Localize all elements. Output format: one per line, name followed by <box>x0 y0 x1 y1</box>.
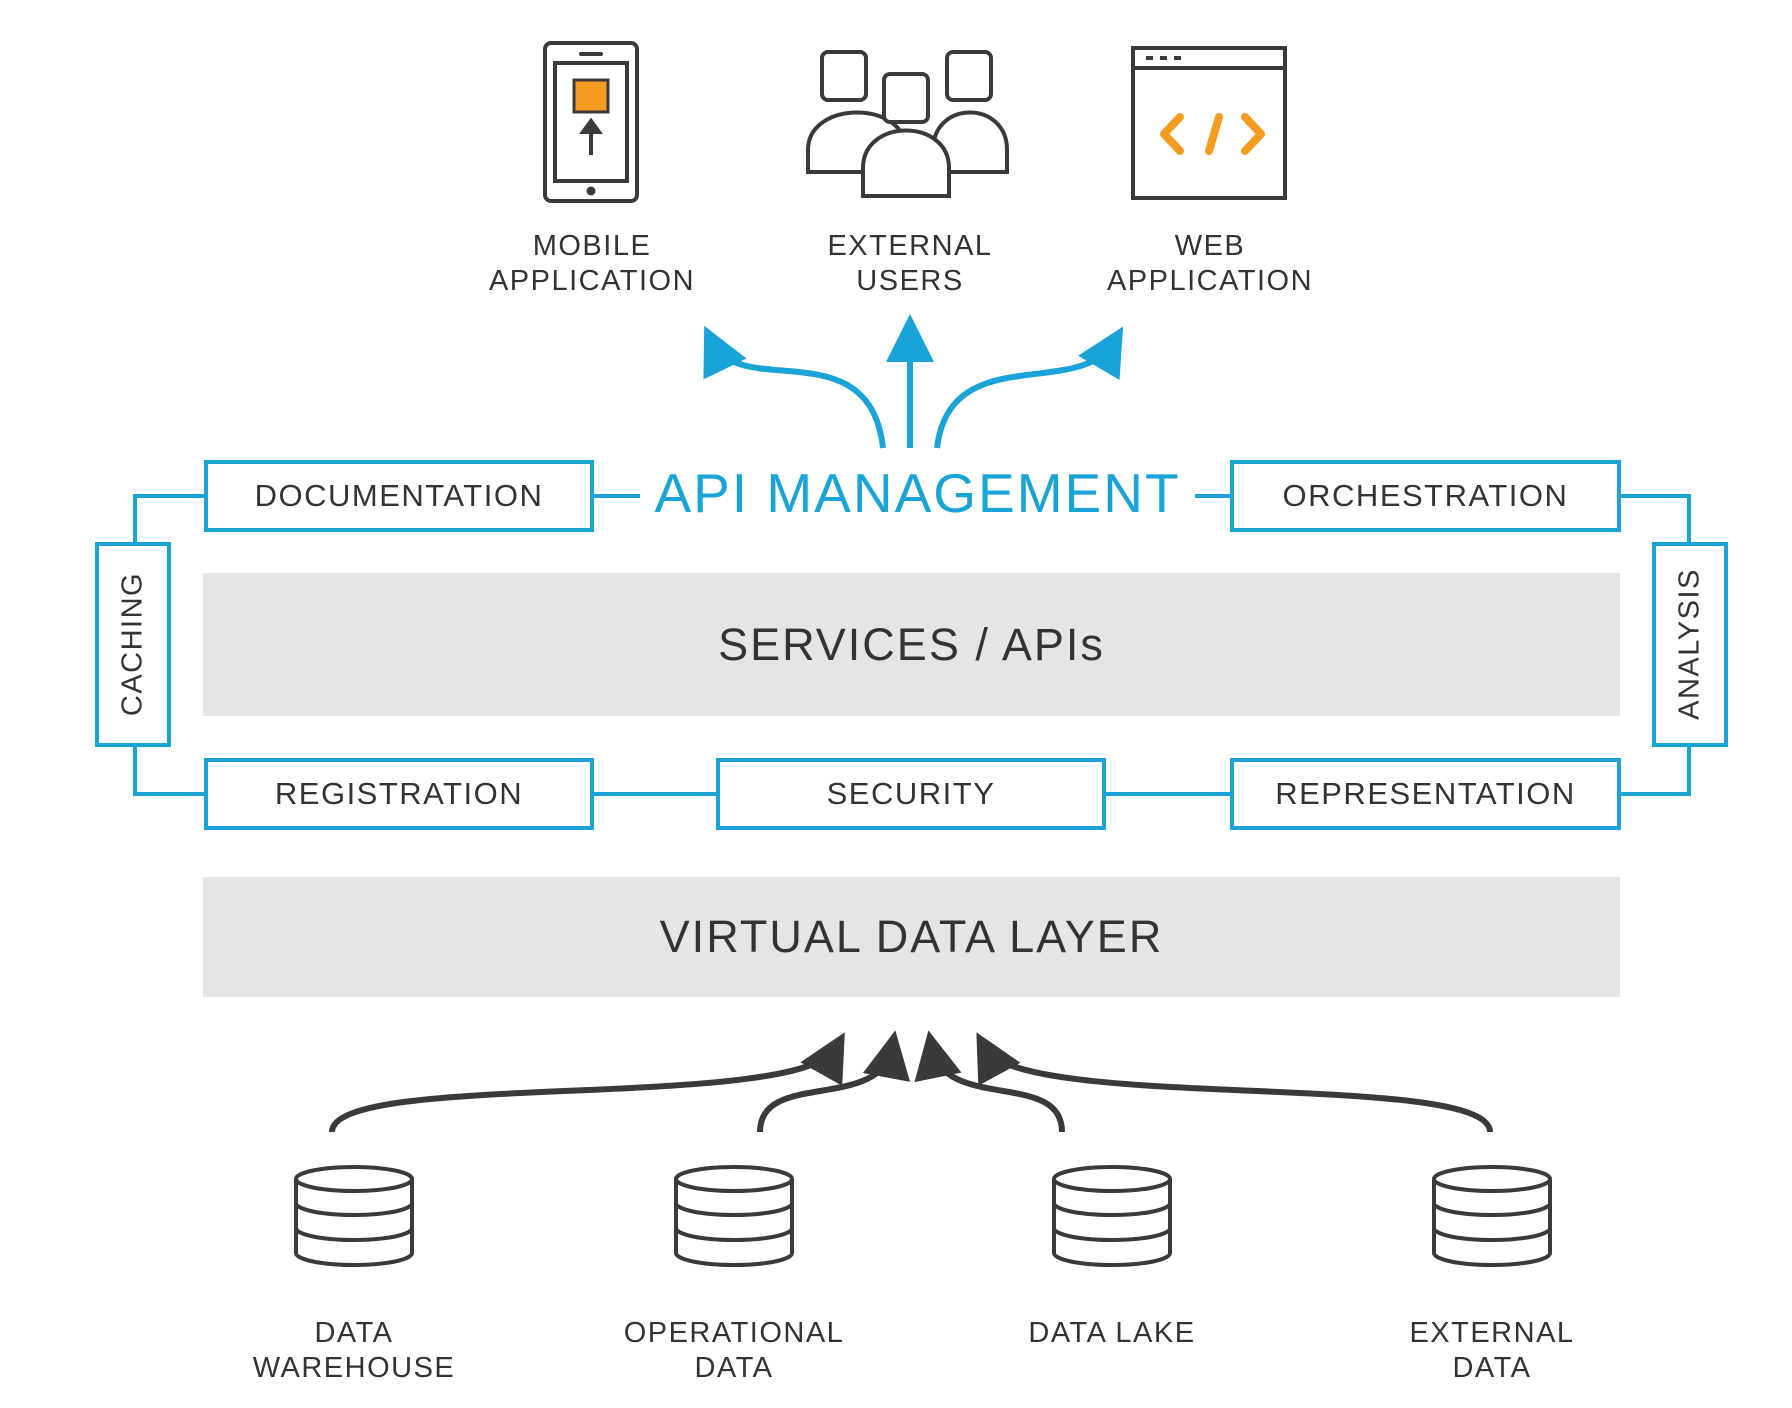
api-management-title: API MANAGEMENT <box>640 466 1195 521</box>
services-apis-layer: SERVICES / APIs <box>203 573 1620 716</box>
consumer-label-users: EXTERNAL USERS <box>827 230 993 297</box>
source-label-datalake: DATA LAKE <box>1028 1317 1196 1349</box>
consumer-label-mobile: MOBILE APPLICATION <box>488 230 696 297</box>
arrow-from-operational <box>757 1030 910 1133</box>
module-analysis-label: ANALYSIS <box>1673 568 1706 720</box>
module-registration: REGISTRATION <box>204 758 594 830</box>
source-label-external: EXTERNAL DATA <box>1409 1317 1575 1384</box>
consumer-label-web: WEB APPLICATION <box>1106 230 1314 297</box>
module-documentation: DOCUMENTATION <box>204 460 594 532</box>
mobile-phone-icon <box>543 41 639 203</box>
module-security: SECURITY <box>716 758 1106 830</box>
database-icon <box>674 1165 794 1267</box>
module-caching-label: CACHING <box>116 571 149 717</box>
virtual-data-layer-label: VIRTUAL DATA LAYER <box>659 911 1164 962</box>
module-analysis <box>1652 542 1728 747</box>
source-label-operational: OPERATIONAL DATA <box>623 1317 845 1384</box>
module-representation: REPRESENTATION <box>1230 758 1621 830</box>
database-icon <box>1432 1165 1552 1267</box>
arrow-from-warehouse <box>329 1032 845 1133</box>
arrow-from-datalake <box>914 1030 1065 1133</box>
users-group-icon <box>806 50 1009 198</box>
services-apis-label: SERVICES / APIs <box>718 618 1105 670</box>
database-icon <box>294 1165 414 1267</box>
source-label-warehouse: DATA WAREHOUSE <box>252 1317 456 1384</box>
database-icon <box>1052 1165 1172 1267</box>
code-window-icon <box>1131 46 1287 200</box>
arrow-to-mobile <box>703 325 886 449</box>
arrow-to-web <box>934 326 1124 449</box>
arrow-from-external <box>976 1032 1493 1133</box>
module-orchestration: ORCHESTRATION <box>1230 460 1621 532</box>
module-caching <box>95 542 171 747</box>
virtual-data-layer: VIRTUAL DATA LAYER <box>203 877 1620 997</box>
